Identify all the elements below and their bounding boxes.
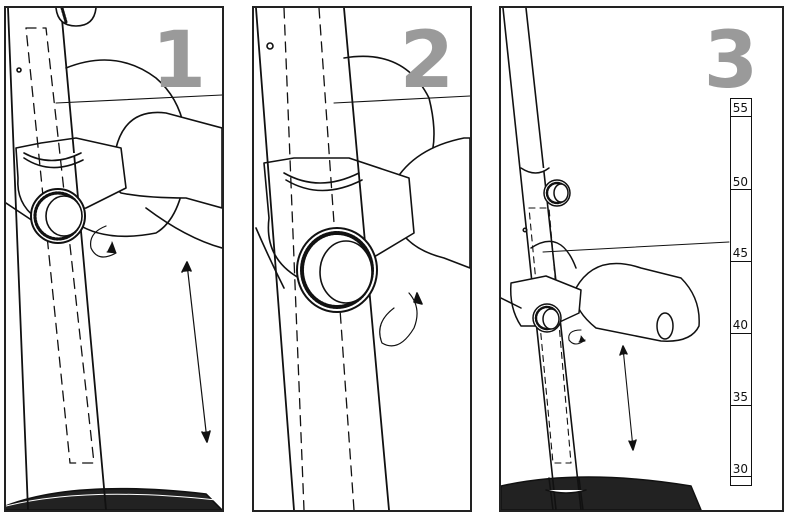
scale-tick	[731, 333, 751, 334]
step-2-panel: 2	[252, 6, 472, 512]
step-1-panel: 1	[4, 6, 224, 512]
scale-tick	[731, 189, 751, 190]
scale-tick	[731, 405, 751, 406]
scale-tick	[731, 476, 751, 477]
scale-tick	[731, 116, 751, 117]
scale-label: 50	[732, 175, 748, 189]
scale-label: 35	[732, 390, 748, 404]
step-3-panel: 3 55 50 45 40 35 30	[499, 6, 784, 512]
step-number: 3	[703, 16, 758, 106]
scale-label: 55	[732, 101, 748, 115]
scale-tick	[731, 261, 751, 262]
step-number: 2	[399, 16, 454, 106]
scale-label: 30	[732, 462, 748, 476]
scale-label: 45	[732, 246, 748, 260]
step-number: 1	[151, 16, 206, 106]
step-1-illustration	[6, 8, 222, 510]
step-2-illustration	[255, 8, 470, 510]
height-scale: 55 50 45 40 35 30	[730, 98, 752, 486]
scale-label: 40	[732, 318, 748, 332]
step-3-illustration	[501, 8, 730, 510]
